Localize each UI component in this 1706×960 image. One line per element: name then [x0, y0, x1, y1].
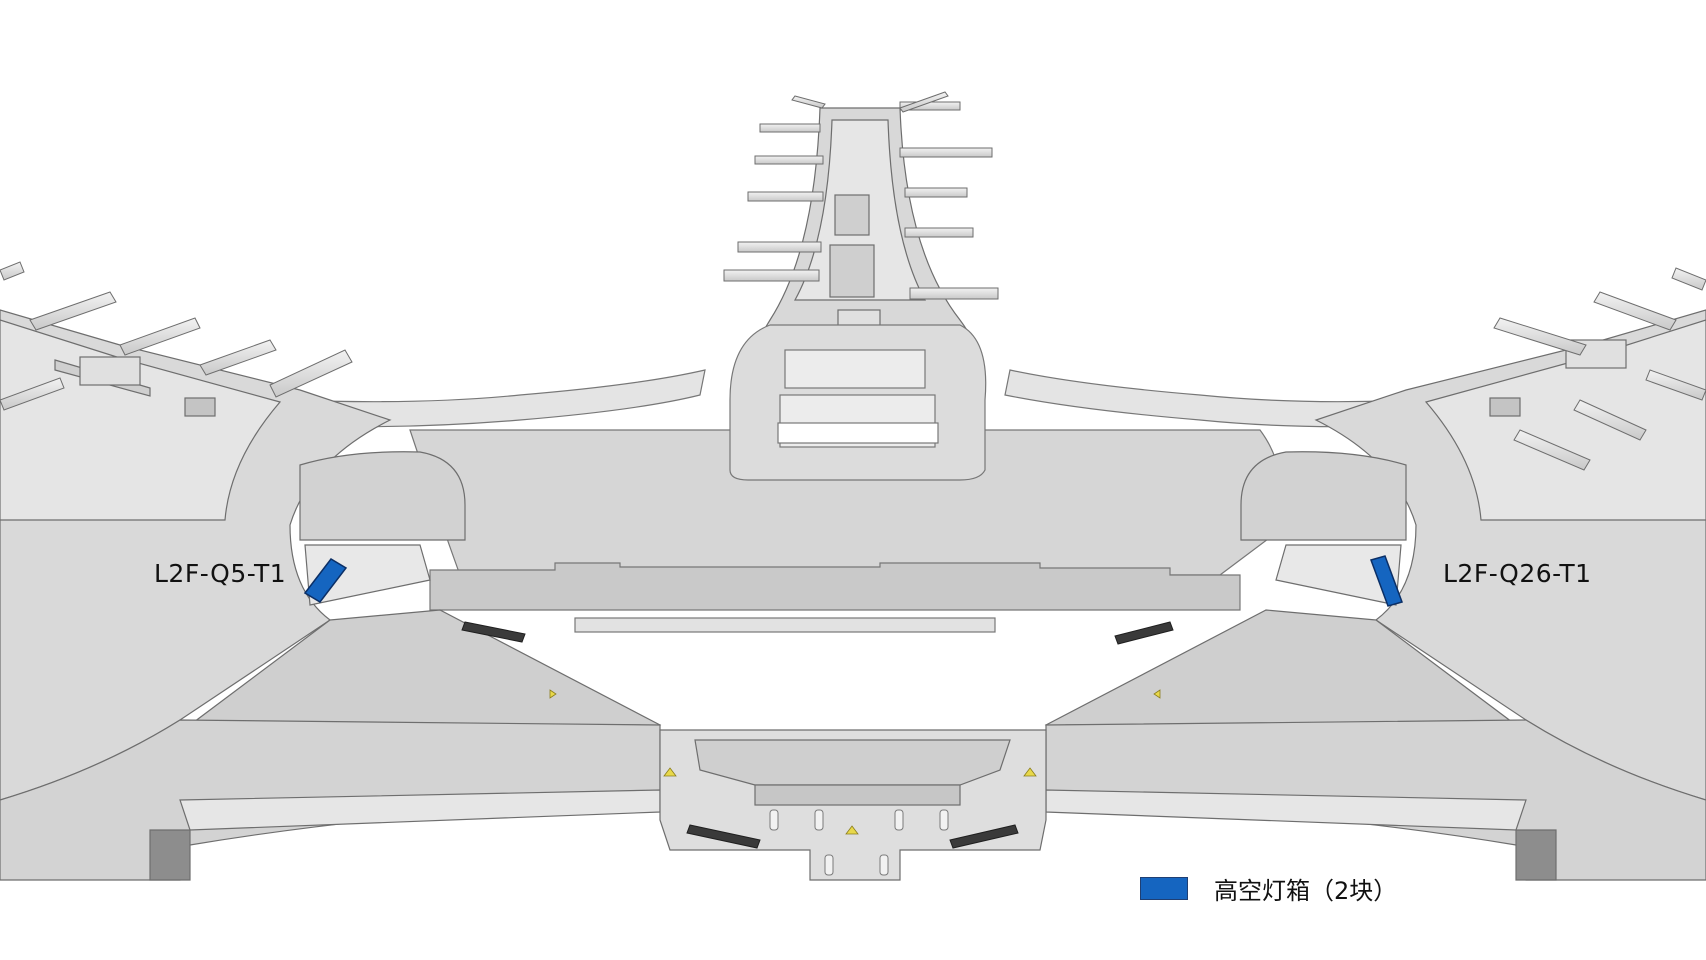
- lightbox-left[interactable]: [303, 558, 348, 603]
- lightbox-markers: [303, 555, 1403, 607]
- east-wing: [1240, 309, 1706, 801]
- south-concourse: [0, 609, 1706, 881]
- west-wing: [0, 309, 466, 801]
- legend: 高空灯箱（2块）: [1140, 871, 1397, 906]
- legend-text: 高空灯箱（2块）: [1214, 877, 1398, 905]
- escalators: [461, 621, 1174, 849]
- east-wing-fingers: [1493, 267, 1706, 471]
- north-pier-fingers: [723, 91, 999, 300]
- direction-arrows: [549, 689, 1161, 835]
- west-wing-fingers: [0, 261, 353, 411]
- lightbox-right[interactable]: [1370, 555, 1403, 607]
- lightbox-right-label: L2F-Q26-T1: [1443, 559, 1592, 588]
- legend-swatch: [1140, 877, 1188, 900]
- north-pier: [753, 107, 977, 381]
- pillars: [769, 809, 949, 876]
- central-hall-floor: [289, 324, 1411, 633]
- lightbox-left-label: L2F-Q5-T1: [154, 559, 287, 588]
